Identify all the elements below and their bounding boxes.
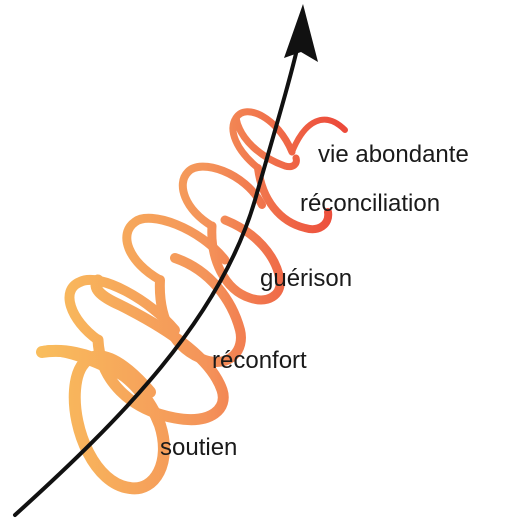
spiral-loop-5 <box>254 164 333 234</box>
spiral-loop-1 <box>36 344 170 495</box>
growth-arrow-shaft <box>13 43 300 517</box>
growth-arrow <box>13 4 318 517</box>
spiral-top-tail <box>289 116 348 155</box>
spiral-back-segment <box>178 162 266 230</box>
stage-label-soutien: soutien <box>160 434 237 461</box>
stage-label-guerison: guérison <box>260 265 352 292</box>
stage-label-reconfort: réconfort <box>212 347 307 374</box>
spiral-loop-6 <box>232 114 300 171</box>
stage-labels: soutien réconfort guérison réconciliatio… <box>160 141 469 461</box>
spiral-loop-4 <box>207 215 285 305</box>
spiral-loop-2 <box>90 274 229 425</box>
spiral-back-segment <box>229 108 296 172</box>
stage-label-reconciliation: réconciliation <box>300 190 440 217</box>
growth-arrow-head <box>284 4 318 62</box>
spiral-back-segment <box>64 275 180 345</box>
spiral-loop-3 <box>154 253 246 367</box>
spiral-front <box>36 114 348 495</box>
spiral-back-segment <box>122 213 230 285</box>
stage-label-vie-abondante: vie abondante <box>318 141 469 168</box>
